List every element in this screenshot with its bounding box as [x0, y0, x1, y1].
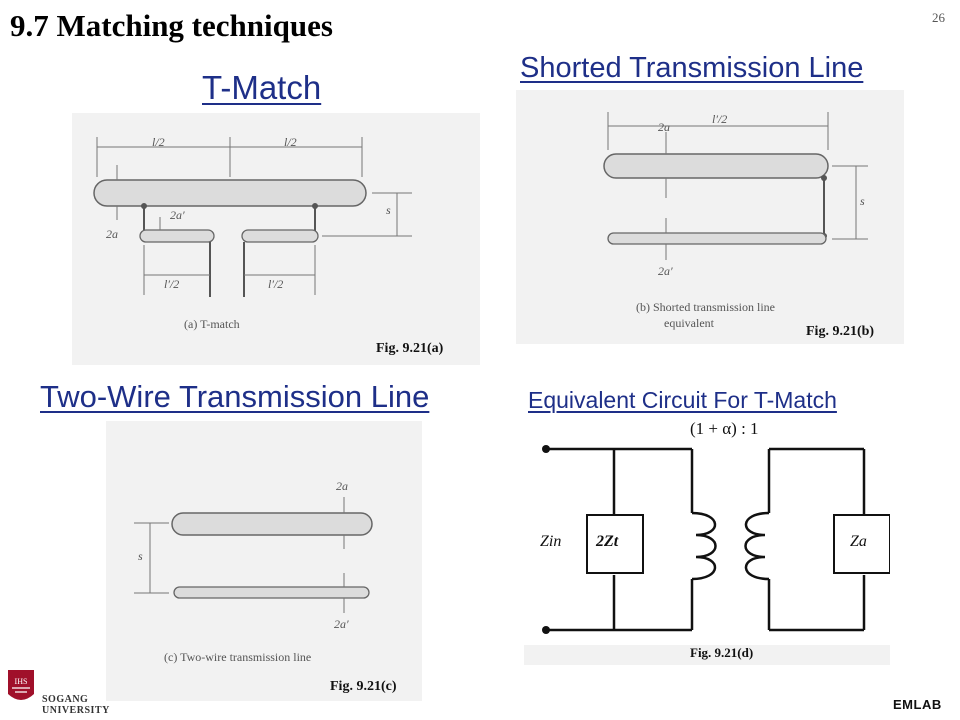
- circuit-zin-label: Zin: [540, 533, 562, 550]
- t-match-figure: T-Match l/2 l/2 2a′ 2a s: [72, 65, 480, 365]
- shorted-dim-2a: 2a: [658, 120, 670, 134]
- two-wire-dim-s: s: [138, 549, 143, 563]
- shorted-line-heading: Shorted Transmission Line: [520, 52, 864, 84]
- two-wire-dim-2a-prime: 2a′: [334, 617, 349, 631]
- t-match-caption: (a) T-match: [184, 317, 240, 331]
- two-wire-heading: Two-Wire Transmission Line: [40, 379, 430, 414]
- shorted-caption-line1: (b) Shorted transmission line: [636, 300, 775, 314]
- two-wire-caption: (c) Two-wire transmission line: [164, 650, 312, 664]
- university-name: SOGANG UNIVERSITY: [42, 694, 110, 716]
- circuit-za-label: Za: [850, 533, 867, 550]
- slide-title: 9.7 Matching techniques: [10, 8, 333, 43]
- shorted-line-figure: Shorted Transmission Line l′/2 2a s 2a′ …: [516, 48, 904, 344]
- equivalent-circuit-figure: Equivalent Circuit For T-Match: [524, 385, 890, 665]
- equivalent-circuit-diagram: [542, 445, 890, 634]
- page-number: 26: [932, 10, 945, 25]
- two-wire-fig-label: Fig. 9.21(c): [330, 679, 397, 694]
- t-match-dim-2a: 2a: [106, 227, 118, 241]
- two-wire-diagram: [134, 497, 373, 613]
- university-seal-icon: IHS: [8, 670, 34, 700]
- shorted-line-diagram: [603, 112, 868, 260]
- t-match-dim-s: s: [386, 203, 391, 217]
- university-logo: IHS SOGANG UNIVERSITY: [6, 666, 146, 716]
- circuit-turns-ratio: (1 + α) : 1: [690, 419, 759, 438]
- t-match-dim-l-prime-left: l′/2: [164, 277, 180, 291]
- two-wire-dim-2a: 2a: [336, 479, 348, 493]
- footer-brand: EMLAB: [893, 697, 942, 712]
- circuit-2zt-label: 2Zt: [596, 533, 619, 550]
- equivalent-circuit-heading: Equivalent Circuit For T-Match: [528, 387, 837, 413]
- shorted-caption-line2: equivalent: [664, 316, 714, 330]
- shorted-dim-s: s: [860, 194, 865, 208]
- shorted-dim-l-prime: l′/2: [712, 112, 728, 126]
- equivalent-circuit-fig-label: Fig. 9.21(d): [690, 645, 754, 660]
- t-match-diagram: [93, 137, 412, 297]
- t-match-dim-half-l-right: l/2: [284, 135, 297, 149]
- t-match-dim-l-prime-right: l′/2: [268, 277, 284, 291]
- t-match-heading: T-Match: [202, 69, 322, 106]
- shorted-dim-2a-prime: 2a′: [658, 264, 673, 278]
- shorted-fig-label: Fig. 9.21(b): [806, 324, 875, 339]
- t-match-dim-half-l-left: l/2: [152, 135, 165, 149]
- t-match-dim-2a-prime: 2a′: [170, 208, 185, 222]
- svg-text:IHS: IHS: [15, 677, 28, 686]
- two-wire-figure: Two-Wire Transmission Line 2a s 2a′ (c) …: [34, 375, 480, 701]
- t-match-fig-label: Fig. 9.21(a): [376, 341, 444, 356]
